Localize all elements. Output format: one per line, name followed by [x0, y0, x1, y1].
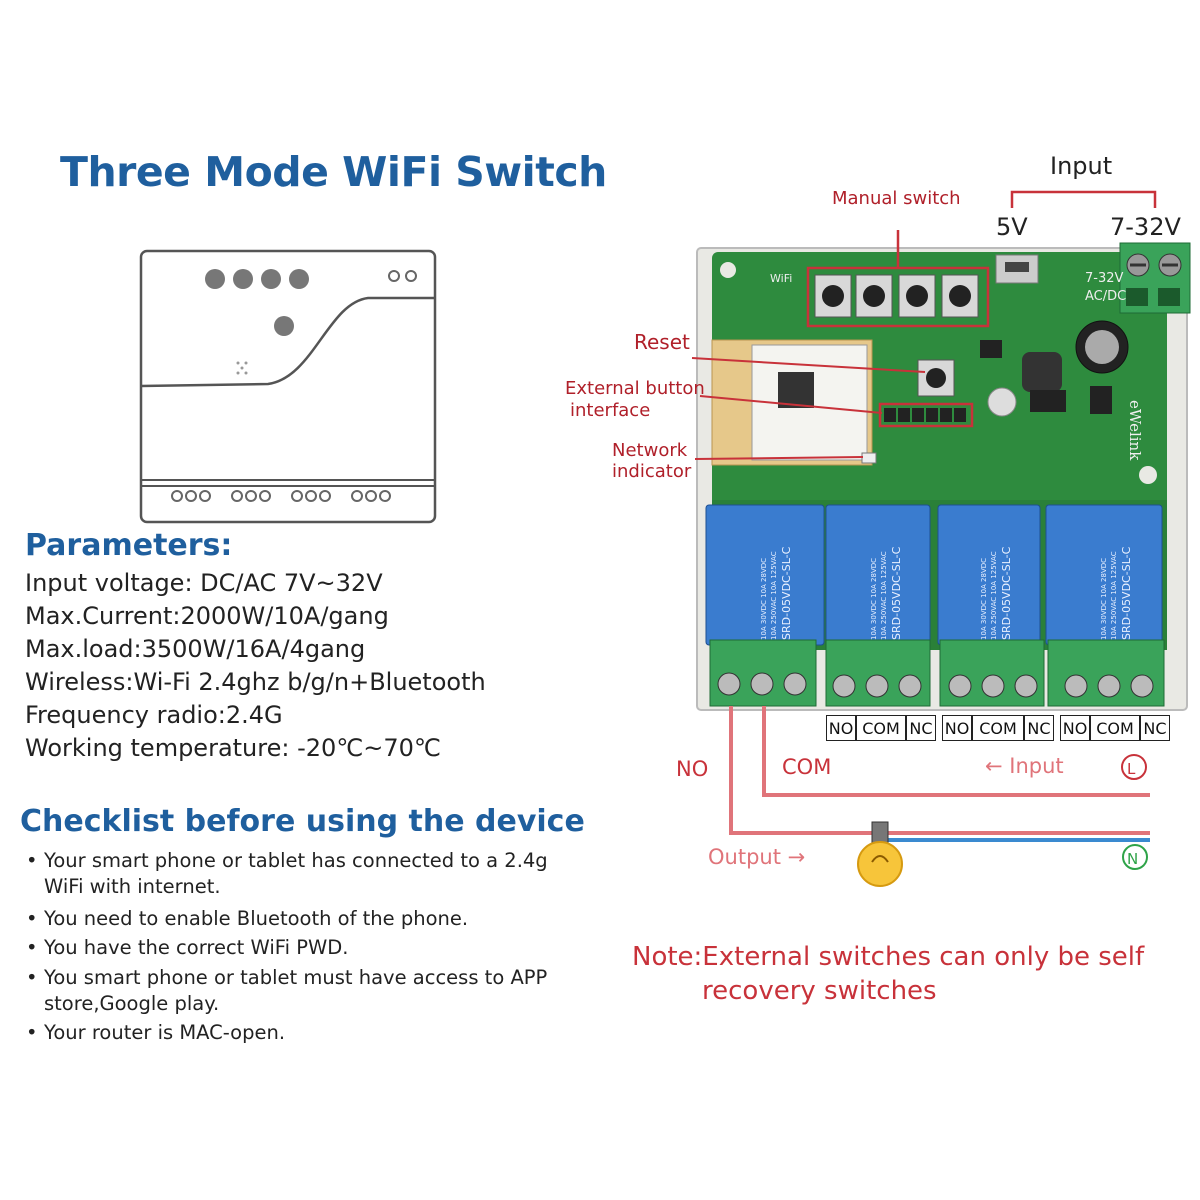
- relay-rating-text: 10A 30VDC 10A 28VDC: [1100, 558, 1108, 640]
- terminal-label: NO: [1060, 715, 1090, 741]
- terminal-label: NC: [1024, 715, 1054, 741]
- relays: [705, 504, 1163, 646]
- relay-rating-text: 10A 250VAC 10A 125VAC: [990, 551, 998, 640]
- checklist-item: •You need to enable Bluetooth of the pho…: [26, 907, 469, 930]
- output-wire: [729, 706, 1150, 835]
- checklist-heading: Checklist before using the device: [20, 804, 585, 839]
- label-7-32v: 7-32V: [1110, 213, 1181, 241]
- button-dots: [205, 269, 309, 336]
- relay-rating-text: 10A 30VDC 10A 28VDC: [870, 558, 878, 640]
- board-ac-dc-text: AC/DC: [1085, 289, 1126, 304]
- relay-rating-text: 10A 250VAC 10A 125VAC: [880, 551, 888, 640]
- relay-rating-text: 10A 250VAC 10A 125VAC: [770, 551, 778, 640]
- external-button-header: [878, 402, 974, 428]
- brand-text: eWelink: [1126, 400, 1144, 461]
- external-button-label-1: External button: [565, 378, 705, 399]
- checklist-item: •You have the correct WiFi PWD.: [26, 936, 349, 959]
- relay-rating-text: 10A 30VDC 10A 28VDC: [760, 558, 768, 640]
- relay-rating-text: 10A 250VAC 10A 125VAC: [1110, 551, 1118, 640]
- board-7-32-text: 7-32V: [1085, 271, 1124, 286]
- relay-model-text: SRD-05VDC-SL-C: [1000, 546, 1013, 640]
- wire-no-label: NO: [676, 757, 709, 781]
- network-led: [861, 452, 877, 464]
- wire-output-label: Output →: [708, 845, 806, 869]
- terminal-label: NO: [826, 715, 856, 741]
- checklist-item: •Your smart phone or tablet has connecte…: [26, 849, 548, 898]
- relay-model-text: SRD-05VDC-SL-C: [1120, 546, 1133, 640]
- terminal-label: NC: [906, 715, 936, 741]
- label-5v: 5V: [996, 213, 1028, 241]
- wifi-chip: [778, 372, 814, 408]
- neutral-letter: N: [1127, 850, 1138, 868]
- param-wireless: Wireless:Wi-Fi 2.4ghz b/g/n+Bluetooth: [25, 668, 486, 696]
- note-line-1: Note:External switches can only be self: [632, 942, 1145, 972]
- input-label: Input: [1050, 152, 1113, 180]
- param-input-voltage: Input voltage: DC/AC 7V~32V: [25, 569, 383, 597]
- terminal-label: COM: [856, 715, 906, 741]
- relay-model-text: SRD-05VDC-SL-C: [780, 546, 793, 640]
- checklist-item: •You smart phone or tablet must have acc…: [26, 966, 548, 1015]
- wire-com-label: COM: [782, 755, 832, 779]
- manual-switch-label: Manual switch: [832, 188, 961, 209]
- reset-label: Reset: [634, 330, 690, 354]
- parameters-heading: Parameters:: [25, 528, 233, 563]
- wire-input-label: ← Input: [985, 754, 1064, 778]
- relay-model-text: SRD-05VDC-SL-C: [890, 546, 903, 640]
- checklist-item: •Your router is MAC-open.: [26, 1021, 286, 1044]
- wiring-diagram: AC/DC 7-32V WiFi eWelink SRD-05VDC-SL-C …: [691, 190, 1191, 887]
- network-indicator-label-1: Network: [612, 440, 688, 461]
- terminal-label: COM: [1090, 715, 1140, 741]
- page-title: Three Mode WiFi Switch: [60, 148, 607, 196]
- param-max-load: Max.load:3500W/16A/4gang: [25, 635, 366, 663]
- note-line-2: recovery switches: [702, 976, 937, 1006]
- manual-buttons: [814, 274, 979, 318]
- live-letter: L: [1127, 760, 1136, 778]
- network-indicator-label-2: indicator: [612, 461, 692, 482]
- param-frequency: Frequency radio:2.4G: [25, 701, 283, 729]
- param-max-current: Max.Current:2000W/10A/gang: [25, 602, 389, 630]
- neutral-symbol: [1122, 844, 1148, 870]
- bulb-icon: [857, 821, 903, 887]
- terminal-label: NC: [1140, 715, 1170, 741]
- board-wifi-text: WiFi: [770, 272, 792, 285]
- live-wire: [762, 706, 1150, 797]
- external-button-label-2: interface: [570, 400, 651, 421]
- input-bracket: [1010, 190, 1157, 208]
- relay-rating-text: 10A 30VDC 10A 28VDC: [980, 558, 988, 640]
- terminal-label: COM: [972, 715, 1024, 741]
- note: Note:External switches can only be self …: [632, 940, 1144, 1008]
- param-temperature: Working temperature: -20℃~70℃: [25, 734, 441, 762]
- device-outline-illustration: [139, 249, 437, 524]
- live-symbol: [1121, 754, 1147, 780]
- terminal-label: NO: [942, 715, 972, 741]
